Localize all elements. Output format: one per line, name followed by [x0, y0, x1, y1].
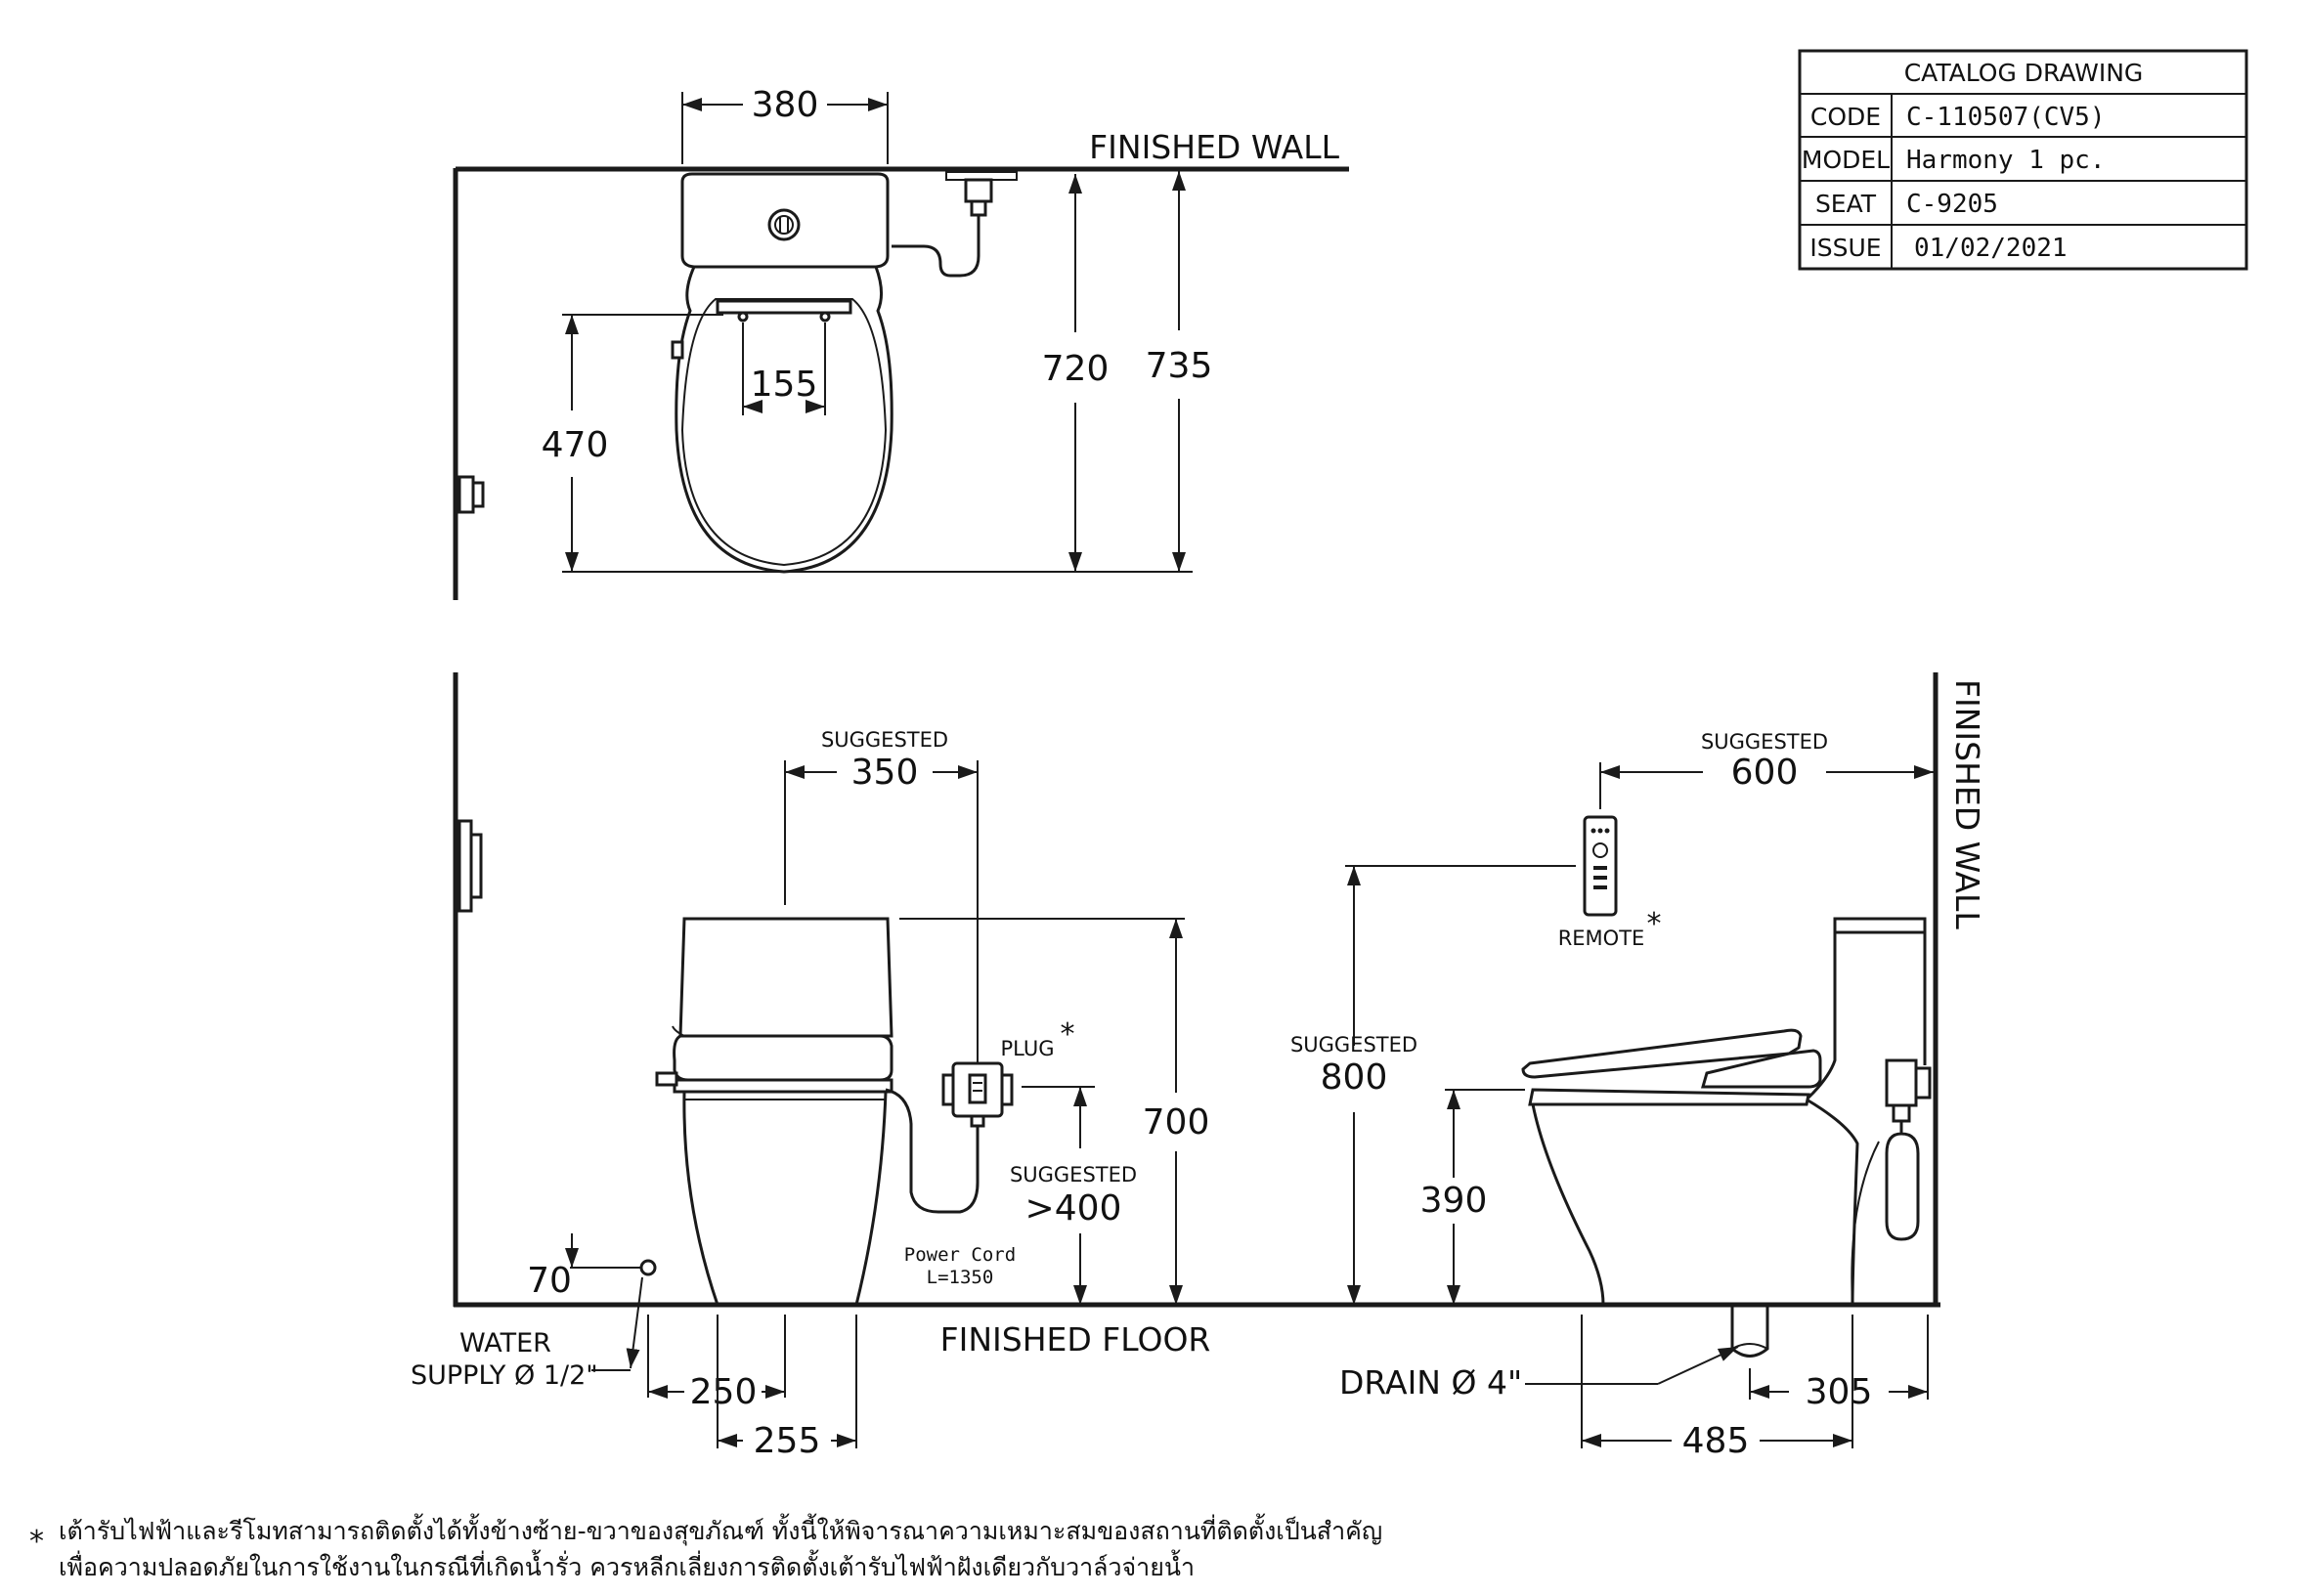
wall-valve-plan [457, 475, 475, 514]
remote-star: * [1647, 907, 1662, 941]
dim-800: 800 [1321, 1057, 1388, 1098]
finished-wall-label-side: FINISHED WALL [1948, 679, 1986, 929]
title-block: CATALOG DRAWING CODE C-110507(CV5) MODEL… [1798, 49, 2248, 271]
suggested-label-400: SUGGESTED [1010, 1163, 1137, 1186]
front-elevation: FINISHED FLOOR PLUG * Power Cord L=1350 … [411, 672, 1940, 1461]
dim-390: 390 [1420, 1181, 1488, 1221]
dim-305: 305 [1806, 1372, 1873, 1412]
suggested-label-800: SUGGESTED [1290, 1033, 1417, 1057]
dim-400: >400 [1025, 1188, 1122, 1229]
bowl-rim-side [1528, 1088, 1810, 1106]
finished-floor-label: FINISHED FLOOR [940, 1320, 1211, 1359]
suggested-label-350: SUGGESTED [821, 728, 948, 752]
angle-valve-side [1885, 1058, 1918, 1107]
hose-plan [892, 215, 980, 278]
title-key-seat: SEAT [1815, 190, 1877, 218]
footnote: * เต้ารับไฟฟ้าและรีโมทสามารถติดตั้งได้ทั… [29, 1513, 1382, 1581]
flush-button-icon [767, 208, 801, 241]
lid-side [1521, 1028, 1803, 1079]
dim-470: 470 [542, 425, 609, 465]
dim-700: 700 [1143, 1102, 1210, 1143]
hose-side [1885, 1121, 1920, 1241]
water-supply-label-1: WATER [459, 1328, 551, 1359]
dim-485: 485 [1682, 1421, 1750, 1461]
dim-350: 350 [851, 753, 919, 793]
tank-lid-side [1833, 917, 1927, 934]
title-key-issue: ISSUE [1809, 234, 1881, 262]
title-key-code: CODE [1810, 103, 1881, 131]
tank-front [678, 917, 893, 1038]
remote-label: REMOTE [1558, 927, 1645, 950]
title-value-model: Harmony 1 pc. [1906, 146, 2106, 175]
footnote-line-2: เพื่อความปลอดภัยในการใช้งานในกรณีที่เกิด… [59, 1549, 1195, 1581]
power-cord-length: L=1350 [927, 1267, 994, 1288]
water-supply-label-2: SUPPLY Ø 1/2" [411, 1360, 598, 1391]
seat-unit-side [1701, 1049, 1822, 1089]
drain-pipe [1730, 1307, 1769, 1358]
seat-front [673, 1034, 893, 1082]
footnote-line-1: เต้ารับไฟฟ้าและรีโมทสามารถติดตั้งได้ทั้ง… [59, 1513, 1382, 1546]
angle-valve-plan [964, 178, 993, 203]
dim-70: 70 [527, 1261, 572, 1301]
bowl-side [1531, 1103, 1605, 1306]
finished-wall-label-top: FINISHED WALL [1089, 128, 1339, 166]
title-value-seat: C-9205 [1906, 190, 1998, 219]
dim-380: 380 [752, 85, 819, 125]
title-value-issue: 01/02/2021 [1914, 234, 2068, 263]
dim-255: 255 [754, 1421, 821, 1461]
suggested-label-600: SUGGESTED [1701, 730, 1828, 754]
seat-plan [680, 298, 888, 567]
plug-label: PLUG [1001, 1037, 1055, 1060]
side-elevation: FINISHED WALL DRAIN Ø 4" REMOTE [1290, 672, 1986, 1461]
power-cord [885, 1088, 980, 1214]
wall-valve-front [457, 819, 473, 913]
drain-label: DRAIN Ø 4" [1339, 1363, 1522, 1402]
title-key-model: MODEL [1802, 146, 1890, 174]
water-supply-point [639, 1259, 657, 1276]
plan-view: FINISHED WALL 380 155 [453, 85, 1349, 600]
dim-600: 600 [1731, 753, 1799, 793]
plug-star: * [1061, 1017, 1075, 1052]
footnote-star: * [29, 1525, 44, 1559]
dim-155: 155 [751, 365, 818, 405]
hinge-bar-plan [716, 299, 852, 315]
power-cord-label: Power Cord [904, 1244, 1016, 1266]
dim-250: 250 [690, 1372, 758, 1412]
title-block-heading: CATALOG DRAWING [1904, 59, 2144, 87]
dim-720: 720 [1042, 349, 1110, 389]
title-value-code: C-110507(CV5) [1906, 103, 2106, 132]
dim-735: 735 [1146, 346, 1213, 386]
